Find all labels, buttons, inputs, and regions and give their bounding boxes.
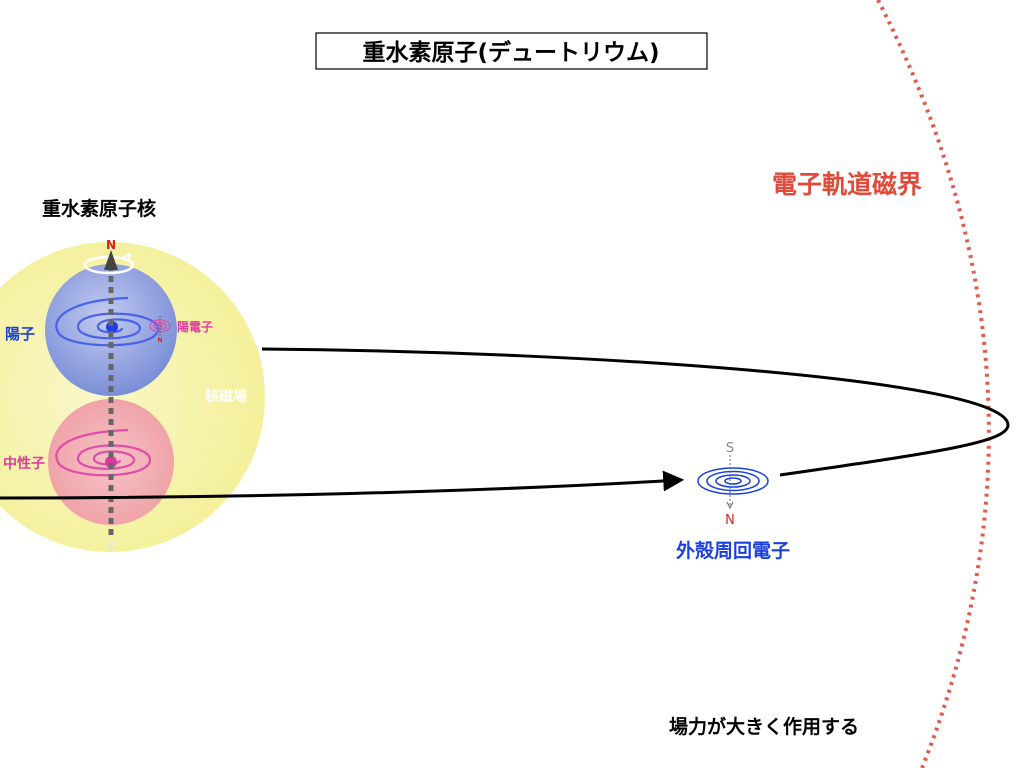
neutron-spin-spiral	[55, 428, 152, 477]
orbit-field-label: 電子軌道磁界	[772, 170, 922, 199]
nuclear-field-label: 核磁場	[205, 388, 247, 405]
nucleus-pole-north: N	[106, 238, 116, 252]
electron-spiral-3	[715, 474, 751, 488]
positron-label: 陽電子	[177, 320, 213, 334]
bottom-note: 場力が大きく作用する	[669, 715, 859, 738]
orbit-path-outer	[261, 347, 1010, 477]
proton-spin-spiral	[55, 296, 160, 347]
electron-pole-north: N	[725, 513, 735, 528]
rotation-arrow-icon	[123, 252, 132, 261]
diagram-title: 重水素原子(デュートリウム)	[362, 39, 659, 66]
title-box	[315, 32, 708, 70]
electron-label: 外殻周回電子	[676, 539, 790, 562]
north-arrow-icon	[104, 250, 118, 270]
electron-axis-arrow-icon	[726, 501, 734, 510]
electron-spiral-2	[706, 470, 760, 492]
neutron-core	[105, 456, 117, 468]
proton-label: 陽子	[5, 325, 35, 343]
nucleus-pole-south: S	[107, 540, 115, 553]
electron-spiral-4	[724, 477, 742, 485]
positron-pole-north: N	[157, 337, 162, 344]
positron-spiral-inner	[156, 323, 164, 329]
electron-pole-south: S	[726, 441, 734, 456]
neutron-label: 中性子	[3, 455, 45, 472]
nucleus-heading: 重水素原子核	[42, 197, 156, 220]
electron-spiral-1	[697, 467, 769, 495]
orbit-field-arc	[876, 0, 991, 768]
orbit-path-incoming	[0, 470, 685, 500]
